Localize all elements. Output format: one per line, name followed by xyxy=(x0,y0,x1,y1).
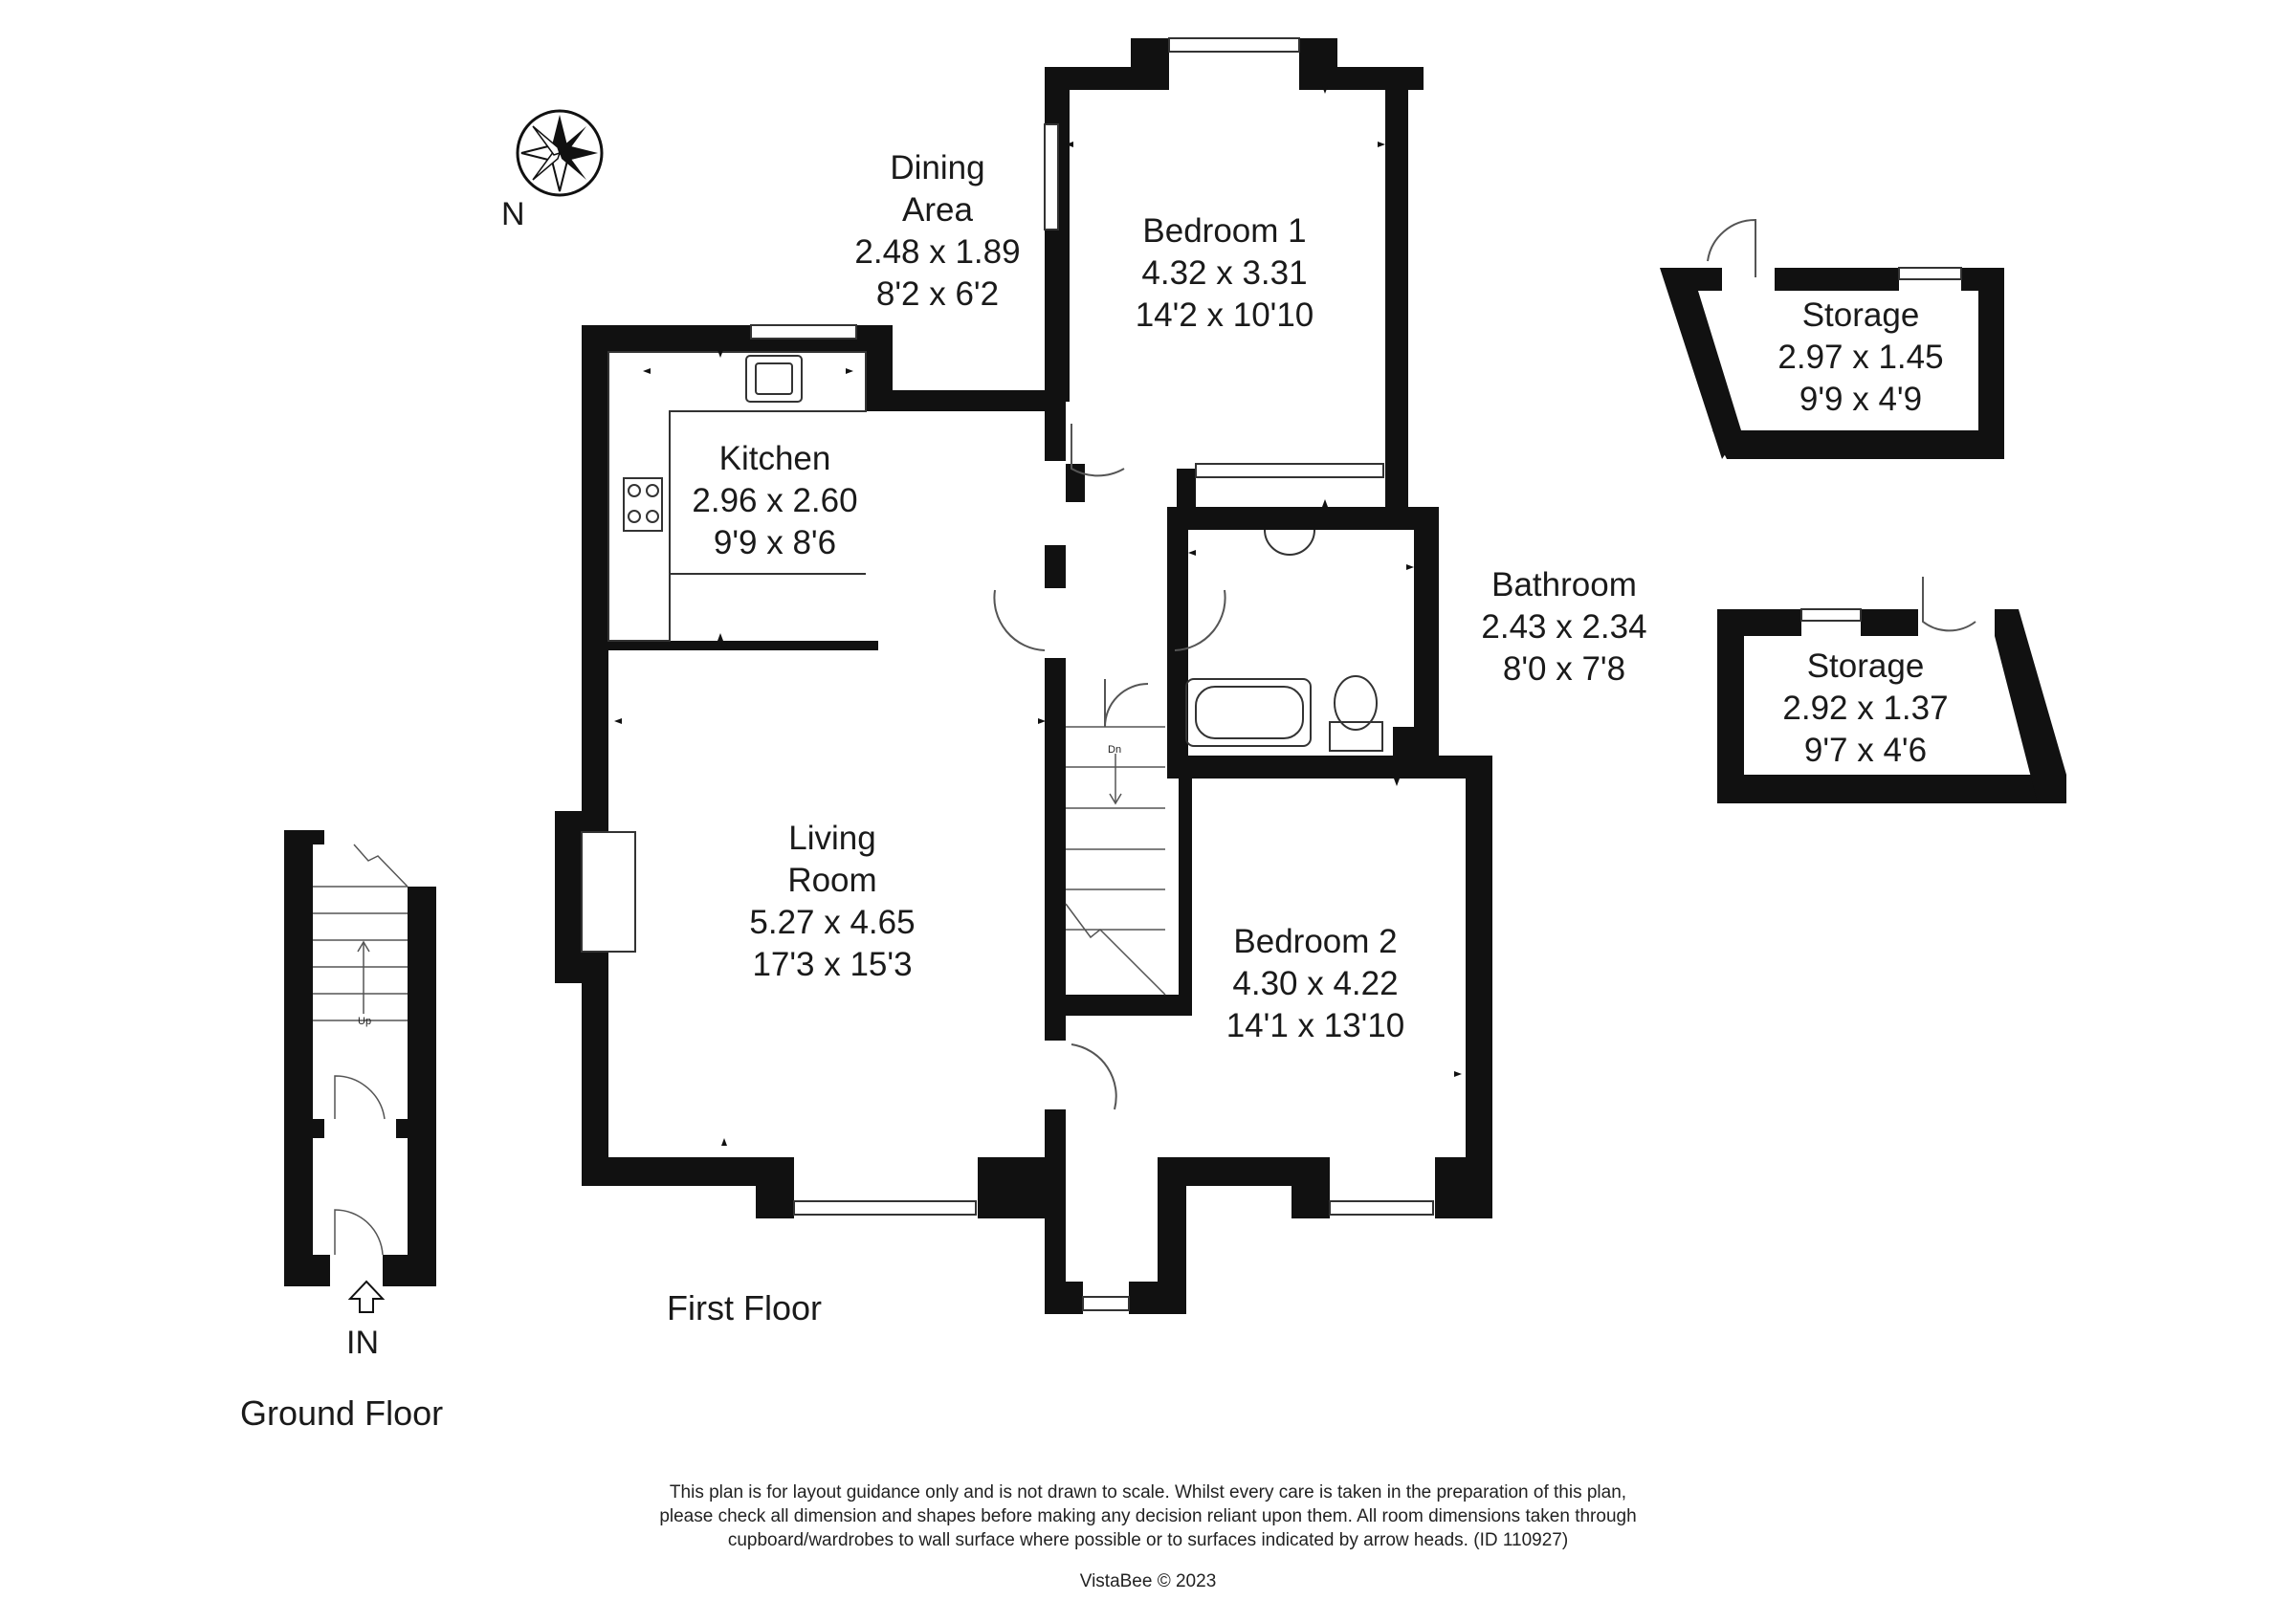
room-dimensions-metric: 4.32 x 3.31 xyxy=(1141,254,1308,292)
dimension-arrowheads xyxy=(614,86,1462,1146)
first-floor-stairs xyxy=(1065,726,1166,996)
room-name: Storage xyxy=(1801,296,1920,334)
room-label-bedroom-2: Bedroom 2 4.30 x 4.22 14'1 x 13'10 xyxy=(1191,921,1440,1047)
room-name: Kitchen xyxy=(718,440,831,477)
room-label-bathroom: Bathroom 2.43 x 2.34 8'0 x 7'8 xyxy=(1445,564,1684,691)
room-name: Dining xyxy=(890,149,985,186)
room-label-storage-1: Storage 2.97 x 1.45 9'9 x 4'9 xyxy=(1751,295,1971,421)
entrance-label: IN xyxy=(346,1325,379,1361)
sink-icon xyxy=(745,355,803,403)
fixtures xyxy=(581,218,1976,1110)
room-dimensions-imperial: 9'7 x 4'6 xyxy=(1803,732,1928,769)
compass-rose-icon xyxy=(516,109,604,197)
room-dimensions-metric: 5.27 x 4.65 xyxy=(749,904,916,941)
room-label-bedroom-1: Bedroom 1 4.32 x 3.31 14'2 x 10'10 xyxy=(1100,210,1349,337)
entrance-arrow-icon xyxy=(347,1280,386,1313)
stairs-down-label: Dn xyxy=(1108,744,1122,756)
room-dimensions-imperial: 8'0 x 7'8 xyxy=(1502,650,1626,688)
room-dimensions-metric: 2.97 x 1.45 xyxy=(1777,339,1944,376)
disclaimer-line: cupboard/wardrobes to wall surface where… xyxy=(727,1530,1569,1550)
storage-1-walls xyxy=(1660,268,2004,459)
room-dimensions-metric: 2.43 x 2.34 xyxy=(1481,608,1647,646)
ground-stairs xyxy=(313,844,408,1021)
room-name: Area xyxy=(902,191,973,229)
storage-2-walls xyxy=(1717,609,2066,803)
room-dimensions-imperial: 8'2 x 6'2 xyxy=(875,275,1000,313)
ground-floor-plan xyxy=(284,830,436,1313)
room-dimensions-imperial: 17'3 x 15'3 xyxy=(752,946,913,983)
room-name: Living xyxy=(788,820,876,857)
room-dimensions-metric: 2.48 x 1.89 xyxy=(854,233,1021,271)
room-label-storage-2: Storage 2.92 x 1.37 9'7 x 4'6 xyxy=(1755,646,1976,772)
room-name: Bathroom xyxy=(1491,566,1637,603)
room-label-living-room: Living Room 5.27 x 4.65 17'3 x 15'3 xyxy=(708,818,957,986)
stairs-up-label: Up xyxy=(358,1016,372,1027)
bath-icon xyxy=(1185,678,1312,747)
windows xyxy=(750,37,1434,1311)
room-dimensions-imperial: 14'1 x 13'10 xyxy=(1225,1007,1405,1044)
room-dimensions-imperial: 9'9 x 4'9 xyxy=(1799,381,1923,418)
disclaimer-line: please check all dimension and shapes be… xyxy=(659,1506,1637,1526)
room-name: Storage xyxy=(1806,647,1925,685)
room-label-dining-area: Dining Area 2.48 x 1.89 8'2 x 6'2 xyxy=(832,147,1043,316)
room-name: Room xyxy=(787,862,877,899)
room-dimensions-metric: 4.30 x 4.22 xyxy=(1232,965,1399,1002)
disclaimer-line: This plan is for layout guidance only an… xyxy=(669,1482,1627,1502)
room-dimensions-imperial: 14'2 x 10'10 xyxy=(1135,296,1314,334)
disclaimer: This plan is for layout guidance only an… xyxy=(478,1480,1818,1552)
room-dimensions-metric: 2.92 x 1.37 xyxy=(1782,690,1949,727)
compass-north-label: N xyxy=(501,196,525,232)
room-name: Bedroom 1 xyxy=(1142,212,1307,250)
toilet-icon xyxy=(1329,675,1383,752)
copyright: VistaBee © 2023 xyxy=(1079,1571,1217,1591)
room-name: Bedroom 2 xyxy=(1233,923,1398,960)
room-dimensions-metric: 2.96 x 2.60 xyxy=(692,482,858,519)
hob-icon xyxy=(623,477,663,532)
room-dimensions-imperial: 9'9 x 8'6 xyxy=(713,524,837,561)
ground-floor-label: Ground Floor xyxy=(240,1393,444,1433)
basin-icon xyxy=(1264,529,1315,556)
room-label-kitchen: Kitchen 2.96 x 2.60 9'9 x 8'6 xyxy=(660,438,890,564)
first-floor-walls xyxy=(555,38,1492,1314)
first-floor-label: First Floor xyxy=(667,1288,822,1327)
